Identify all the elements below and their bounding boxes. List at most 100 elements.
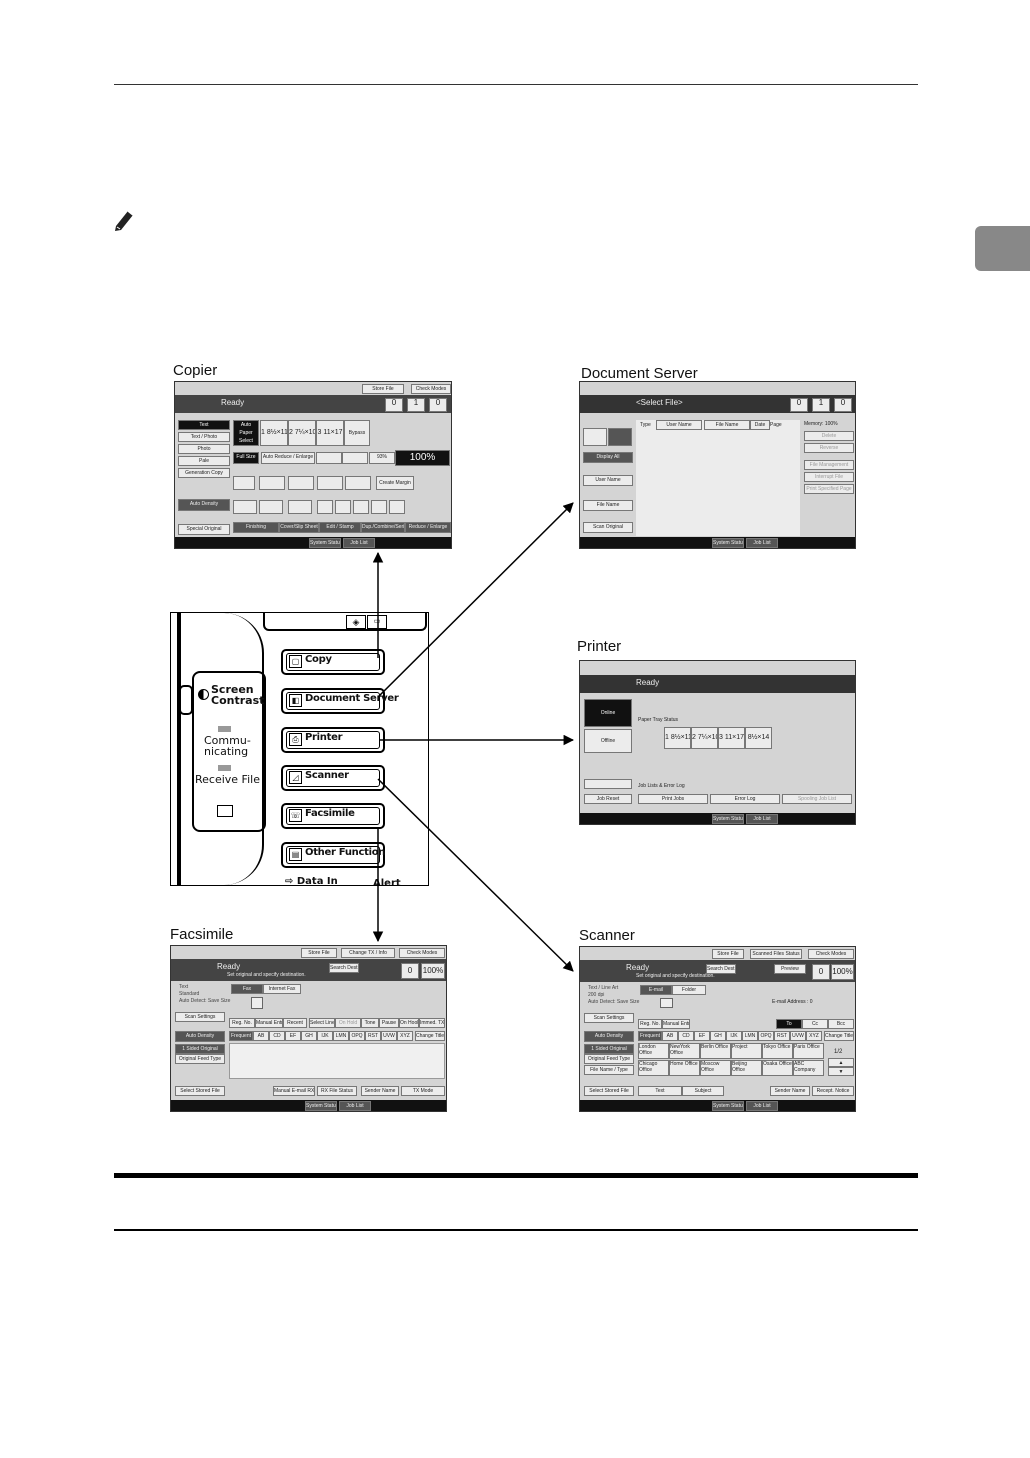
spooling-job-list-button[interactable]: Spooling Job List (782, 794, 852, 804)
store-file-button[interactable]: Store File (301, 948, 337, 958)
contrast-knob[interactable] (179, 685, 193, 715)
interrupt-file-button[interactable]: Interrupt File (804, 472, 854, 482)
combine-4[interactable] (317, 476, 343, 490)
destination-button[interactable]: NewYork Office (669, 1043, 700, 1059)
index-rst[interactable]: RST (774, 1031, 790, 1041)
select-stored-file-button[interactable]: Select Stored File (584, 1086, 634, 1096)
tx-mode-button[interactable]: TX Mode (401, 1086, 445, 1096)
tab-folder[interactable]: Folder (672, 985, 706, 995)
index-cd[interactable]: CD (678, 1031, 694, 1041)
tab-finishing[interactable]: Finishing (233, 522, 279, 533)
special-original-button[interactable]: Special Original (178, 524, 230, 535)
scan-original-button[interactable]: Scan Original (583, 522, 633, 533)
print-jobs-button[interactable]: Print Jobs (638, 794, 708, 804)
index-lmn[interactable]: LMN (333, 1031, 349, 1041)
tab-email[interactable]: E-mail (640, 985, 672, 995)
store-file-button[interactable]: Store File (712, 949, 744, 959)
destination-button[interactable]: Tokyo Office (762, 1043, 793, 1059)
index-frequent[interactable]: Frequent (229, 1031, 253, 1041)
tab-edit-stamp[interactable]: Edit / Stamp (319, 522, 361, 533)
recent-button[interactable]: Recent (283, 1018, 307, 1028)
column-user-name[interactable]: User Name (656, 420, 702, 430)
create-margin-button[interactable]: Create Margin (376, 476, 414, 490)
mode-photo[interactable]: Photo (178, 444, 230, 454)
auto-density-button[interactable]: Auto Density (178, 499, 230, 511)
index-uvw[interactable]: UVW (381, 1031, 397, 1041)
destination-button[interactable]: Moscow Office (700, 1060, 731, 1076)
other-function-key[interactable]: ▤ Other Function (281, 842, 385, 868)
scan-settings-button[interactable]: Scan Settings (175, 1012, 225, 1022)
paper-tray-3[interactable]: 3 11×17 (316, 420, 344, 446)
destination-button[interactable]: Home Office (669, 1060, 700, 1076)
system-status-button[interactable]: System Status (712, 1101, 744, 1111)
ratio-93-button[interactable]: 93% (369, 452, 395, 464)
index-lmn[interactable]: LMN (742, 1031, 758, 1041)
ratio-preset-2[interactable] (342, 452, 368, 464)
original-feed-type-button[interactable]: Original Feed Type (584, 1054, 634, 1064)
pause-button[interactable]: Pause (379, 1018, 399, 1028)
job-list-button[interactable]: Job List (746, 538, 778, 548)
store-file-button[interactable]: Store File (362, 384, 404, 394)
user-name-button[interactable]: User Name (583, 475, 633, 486)
destination-button[interactable]: Paris Office (793, 1043, 824, 1059)
facsimile-key[interactable]: ☏ Facsimile (281, 803, 385, 829)
index-ab[interactable]: AB (662, 1031, 678, 1041)
index-gh[interactable]: GH (301, 1031, 317, 1041)
to-button[interactable]: To (776, 1019, 802, 1029)
staple-button-6[interactable] (389, 500, 405, 514)
sender-name-button[interactable]: Sender Name (361, 1086, 399, 1096)
energy-saver-icon[interactable]: ◈ (346, 615, 366, 629)
sort-button[interactable] (233, 500, 257, 514)
print-specified-page-button[interactable]: Print Specified Page (804, 484, 854, 494)
scanner-key[interactable]: ◿ Scanner (281, 765, 385, 791)
rx-file-status-button[interactable]: RX File Status (317, 1086, 357, 1096)
change-title-button[interactable]: Change Title (415, 1031, 445, 1041)
search-dest-button[interactable]: Search Dest. (329, 963, 359, 973)
combine-3[interactable] (288, 476, 314, 490)
auto-paper-select-button[interactable]: Auto Paper Select (233, 420, 259, 446)
select-line-button[interactable]: Select Line (309, 1018, 335, 1028)
index-xyz[interactable]: XYZ (397, 1031, 413, 1041)
scan-settings-button[interactable]: Scan Settings (584, 1013, 634, 1023)
counter-icon[interactable]: ▭ (367, 615, 387, 629)
destination-button[interactable]: Beijing Office (731, 1060, 762, 1076)
index-frequent[interactable]: Frequent (638, 1031, 662, 1041)
display-all-button[interactable]: Display All (583, 452, 633, 463)
scanned-files-status-button[interactable]: Scanned Files Status (750, 949, 802, 959)
sender-name-button[interactable]: Sender Name (770, 1086, 810, 1096)
reg-no-button[interactable]: Reg. No. (638, 1019, 662, 1029)
index-rst[interactable]: RST (365, 1031, 381, 1041)
index-ijk[interactable]: IJK (726, 1031, 742, 1041)
change-tx-info-button[interactable]: Change TX / Info (341, 948, 395, 958)
destination-button[interactable]: ABC Company (793, 1060, 824, 1076)
system-status-button[interactable]: System Status (305, 1101, 337, 1111)
index-xyz[interactable]: XYZ (806, 1031, 822, 1041)
scroll-up-button[interactable]: ▲ (828, 1058, 854, 1067)
auto-reduce-enlarge-button[interactable]: Auto Reduce / Enlarge (261, 452, 315, 464)
index-ef[interactable]: EF (694, 1031, 710, 1041)
tab-reduce-enlarge[interactable]: Reduce / Enlarge (405, 522, 451, 533)
bypass-tray[interactable]: Bypass (344, 420, 370, 446)
file-name-button[interactable]: File Name (583, 500, 633, 511)
scroll-down-button[interactable]: ▼ (828, 1067, 854, 1076)
auto-density-button[interactable]: Auto Density (584, 1031, 634, 1042)
delete-button[interactable]: Delete (804, 431, 854, 441)
destination-button[interactable]: London Office (638, 1043, 669, 1059)
staple-button-2[interactable] (317, 500, 333, 514)
mode-text-photo[interactable]: Text / Photo (178, 432, 230, 442)
one-sided-original-button[interactable]: 1 Sided Original (584, 1044, 634, 1054)
staple-button-5[interactable] (371, 500, 387, 514)
full-size-button[interactable]: Full Size (233, 452, 259, 464)
check-modes-button[interactable]: Check Modes (411, 384, 451, 394)
combine-5[interactable] (345, 476, 371, 490)
index-cd[interactable]: CD (269, 1031, 285, 1041)
mode-generation-copy[interactable]: Generation Copy (178, 468, 230, 478)
document-server-key[interactable]: ◧ Document Server (281, 688, 399, 714)
file-management-button[interactable]: File Management (804, 460, 854, 470)
printer-aux-button[interactable] (584, 779, 632, 789)
tab-dup-combine[interactable]: Dup./Combine/Series (361, 522, 405, 533)
index-uvw[interactable]: UVW (790, 1031, 806, 1041)
list-view-icon[interactable] (583, 428, 607, 446)
manual-entry-button[interactable]: Manual Entry (255, 1018, 283, 1028)
system-status-button[interactable]: System Status (712, 538, 744, 548)
